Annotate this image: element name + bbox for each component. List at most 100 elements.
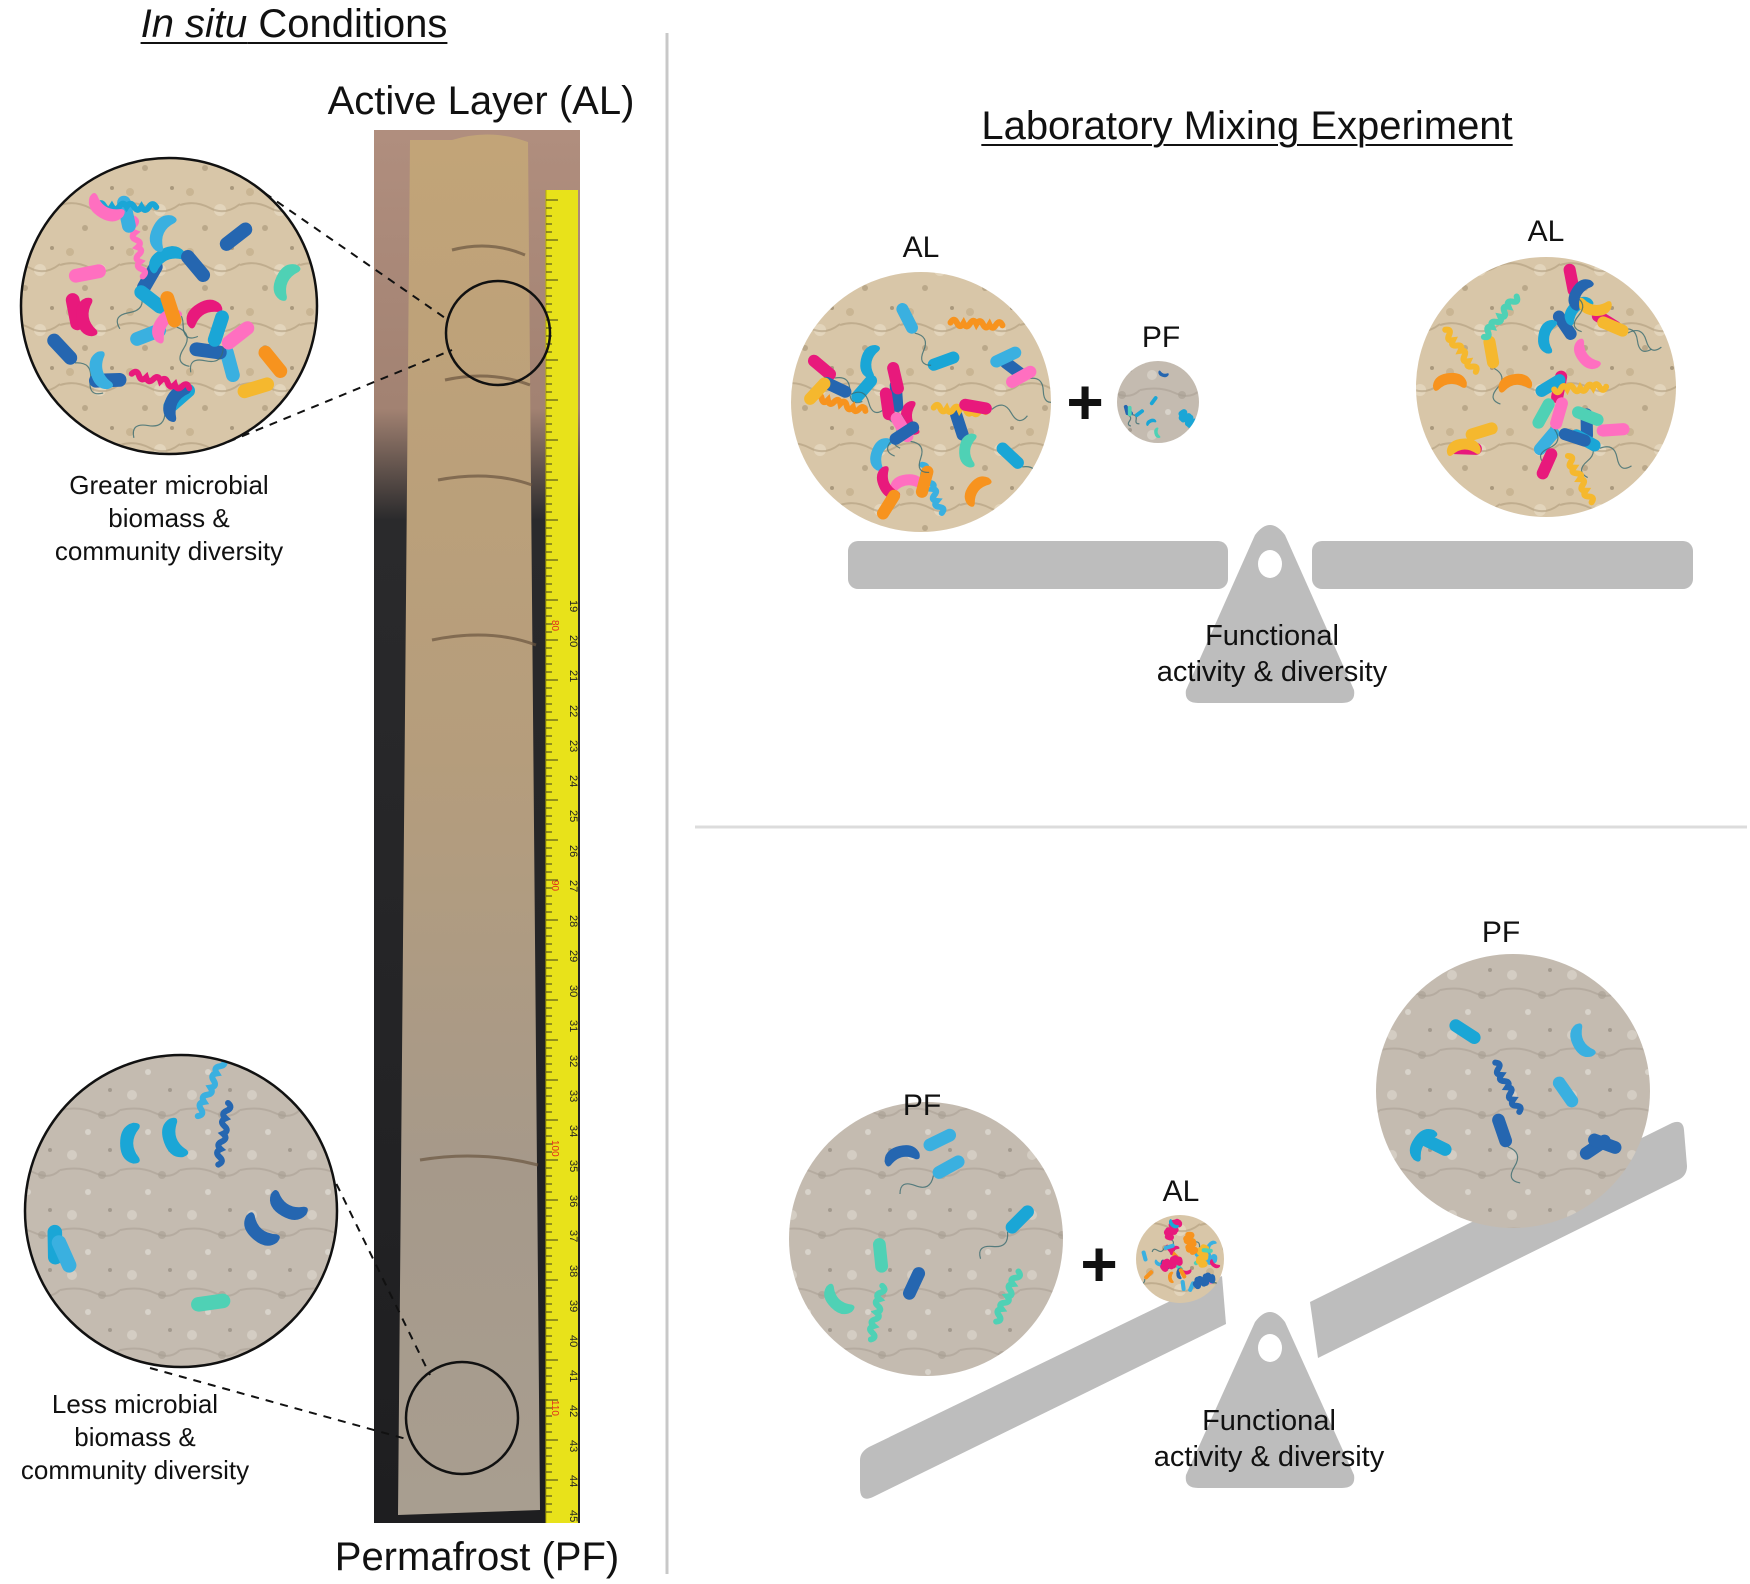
tape-number: 34 bbox=[567, 1125, 579, 1137]
microbe-icon bbox=[1564, 452, 1596, 506]
microbe-icon bbox=[1178, 1268, 1187, 1279]
microbe-icon bbox=[899, 1155, 965, 1195]
microbe-icon bbox=[1498, 373, 1533, 393]
tape-number: 19 bbox=[567, 600, 579, 612]
microbe-icon bbox=[804, 377, 831, 405]
pf-zoom-circle bbox=[23, 1053, 339, 1369]
microbe-icon bbox=[191, 1293, 231, 1312]
microbe-icon bbox=[1134, 409, 1145, 417]
microbe-icon bbox=[959, 433, 977, 468]
microbe-icon bbox=[1551, 381, 1610, 396]
microbe-icon bbox=[1539, 397, 1568, 465]
active-layer-label: Active Layer (AL) bbox=[327, 79, 635, 123]
microbe-icon bbox=[163, 385, 191, 422]
microbe-icon bbox=[1552, 1076, 1579, 1108]
microbe-icon bbox=[1442, 326, 1480, 375]
microbe-icon bbox=[950, 408, 969, 441]
microbe-icon bbox=[1151, 1243, 1175, 1253]
pf-zoom-caption: Less microbial biomass & community diver… bbox=[21, 1388, 249, 1487]
top-beam-left bbox=[848, 541, 1228, 589]
microbe-icon bbox=[1492, 1113, 1521, 1184]
tape-number: 44 bbox=[567, 1475, 579, 1487]
tape-number: 38 bbox=[567, 1265, 579, 1277]
microbe-icon bbox=[1201, 1248, 1213, 1253]
microbe-icon bbox=[1533, 427, 1560, 456]
top-plus-icon: + bbox=[1066, 366, 1104, 438]
tape-number: 23 bbox=[567, 740, 579, 752]
top-fulcrum-line-2: activity & diversity bbox=[1156, 656, 1388, 688]
tape-ticks: 1920212223242526272829303132333435363738… bbox=[546, 199, 579, 1522]
al-zoom-circle bbox=[19, 156, 319, 456]
microbe-icon bbox=[149, 246, 186, 274]
tape-number: 22 bbox=[567, 705, 579, 717]
microbe-icon bbox=[1573, 338, 1601, 370]
microbe-icon bbox=[930, 401, 989, 418]
microbe-icon bbox=[1492, 1059, 1524, 1115]
microbe-icon bbox=[1568, 279, 1594, 311]
tape-number: 26 bbox=[567, 845, 579, 857]
microbe-icon bbox=[923, 1128, 957, 1152]
microbe-icon bbox=[181, 250, 211, 282]
microbe-icon bbox=[88, 193, 125, 222]
microbe-icon bbox=[244, 1212, 280, 1246]
microbe-icon bbox=[1183, 1231, 1199, 1255]
bottom-pf-circle bbox=[789, 1102, 1063, 1376]
microbe-icon bbox=[1446, 438, 1481, 456]
top-balance bbox=[848, 525, 1693, 703]
microbe-icon bbox=[1206, 1240, 1217, 1251]
microbe-icon bbox=[1192, 1272, 1216, 1290]
al-zoom-caption: Greater microbial biomass & community di… bbox=[55, 469, 283, 568]
microbe-icon bbox=[1154, 427, 1161, 439]
tape-number: 35 bbox=[567, 1160, 579, 1172]
microbe-icon bbox=[1149, 396, 1158, 406]
microbe-icon bbox=[1168, 1219, 1179, 1229]
top-al-label: AL bbox=[902, 231, 940, 264]
microbe-icon bbox=[269, 1189, 308, 1220]
top-pf-circle bbox=[1117, 361, 1199, 443]
microbe-icon bbox=[1164, 1218, 1183, 1241]
microbe-icon bbox=[1558, 428, 1591, 447]
pf-caption-line-1: Less microbial bbox=[51, 1389, 219, 1419]
microbe-icon bbox=[979, 1205, 1034, 1259]
pf-caption-line-3: community diversity bbox=[20, 1455, 250, 1485]
microbe-icon bbox=[1146, 418, 1157, 427]
microbe-icon bbox=[915, 465, 934, 498]
tape-number: 39 bbox=[567, 1300, 579, 1312]
microbe-icon bbox=[1195, 1244, 1210, 1268]
al-caption-line-2: biomass & bbox=[108, 503, 230, 533]
bottom-fulcrum bbox=[1185, 1312, 1355, 1488]
microbe-icon bbox=[812, 391, 869, 415]
microbe-icon bbox=[903, 1267, 926, 1300]
microbe-icon bbox=[219, 222, 253, 251]
microbe-icon bbox=[947, 316, 1006, 331]
pf-sample-circle bbox=[404, 1360, 520, 1476]
bottom-pf-label: PF bbox=[902, 1089, 942, 1122]
tape-number: 32 bbox=[567, 1055, 579, 1067]
top-beam-right bbox=[1312, 541, 1693, 589]
tape-number: 41 bbox=[567, 1370, 579, 1382]
microbe-icon bbox=[896, 303, 932, 366]
tape-number: 27 bbox=[567, 880, 579, 892]
tape-number: 21 bbox=[567, 670, 579, 682]
microbe-icon bbox=[1167, 1271, 1174, 1284]
microbe-icon bbox=[1127, 405, 1132, 417]
microbe-icon bbox=[1538, 319, 1558, 354]
microbe-icon bbox=[186, 299, 223, 329]
microbe-icon bbox=[1209, 1259, 1221, 1269]
microbe-icon bbox=[1570, 1023, 1596, 1058]
bottom-result-pf-circle bbox=[1376, 954, 1650, 1228]
bottom-fulcrum-hole bbox=[1258, 1334, 1282, 1362]
permafrost-label: Permafrost (PF) bbox=[334, 1535, 620, 1579]
microbe-icon bbox=[1536, 448, 1558, 480]
tape-number: 31 bbox=[567, 1020, 579, 1032]
microbe-icon bbox=[1572, 406, 1604, 426]
microbe-icon bbox=[1465, 422, 1498, 441]
tape-number: 24 bbox=[567, 775, 579, 787]
top-result-al-circle bbox=[1416, 257, 1676, 517]
microbe-icon bbox=[887, 362, 904, 395]
microbe-icon bbox=[1552, 310, 1577, 340]
microbe-icon bbox=[1006, 365, 1037, 388]
microbe-icon bbox=[927, 351, 960, 371]
microbe-icon bbox=[189, 342, 227, 360]
